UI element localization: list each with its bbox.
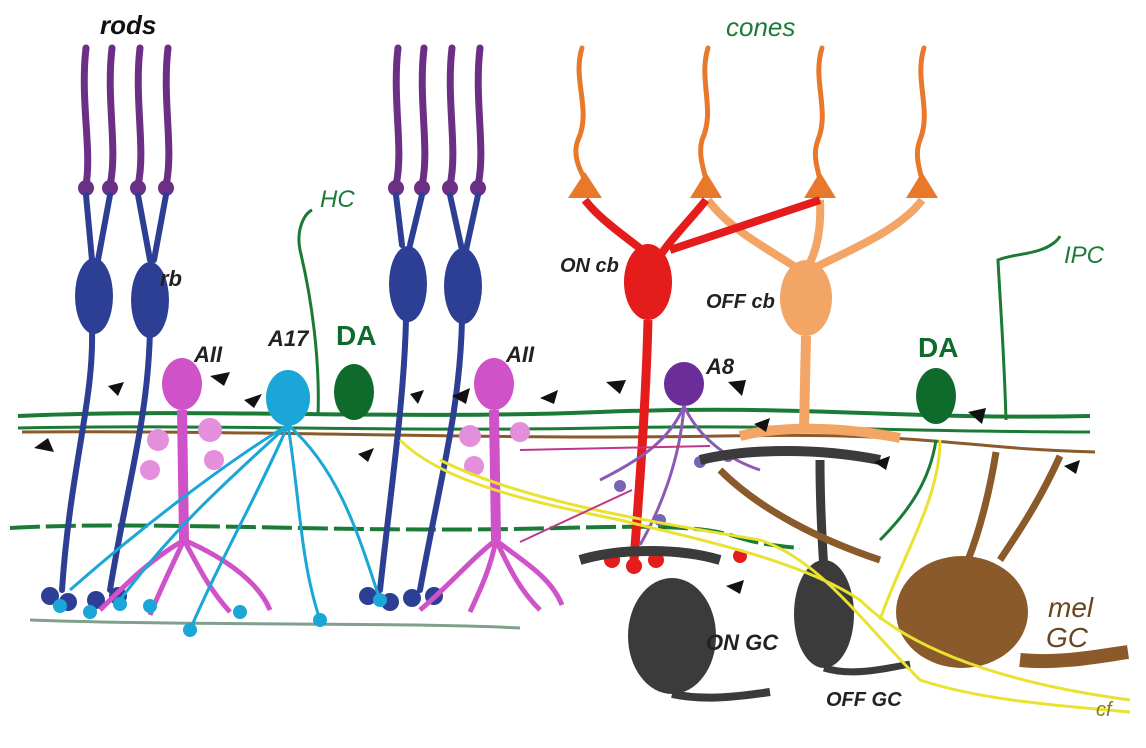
- synapse-markers: [34, 372, 1080, 594]
- label-horizontal-cell: HC: [320, 186, 355, 213]
- label-aii-left: AII: [194, 342, 223, 367]
- interplexiform-cell: [878, 235, 1062, 542]
- a8-amacrine: [599, 362, 761, 546]
- melanopsin-ganglion-cell: [717, 451, 1129, 669]
- off-cone-bipolar: [704, 197, 926, 443]
- label-dopaminergic-right: DA: [918, 332, 959, 363]
- label-on-ganglion: ON GC: [706, 630, 779, 655]
- label-a8: A8: [706, 354, 735, 379]
- label-centrifugal-fiber: cf: [1096, 699, 1112, 721]
- label-cones: cones: [726, 12, 796, 42]
- cone-pedicles: [568, 172, 938, 198]
- label-melanopsin-gc: GC: [1046, 622, 1088, 653]
- label-dopaminergic-left: DA: [336, 320, 377, 351]
- label-rod-bipolar: rb: [160, 266, 182, 291]
- cone-photoreceptors: [573, 45, 927, 183]
- signal-arrows: [519, 445, 711, 543]
- label-aii-right: AII: [506, 342, 535, 367]
- label-off-cone-bipolar: OFF cb: [706, 291, 775, 313]
- dopaminergic-amacrine-right: [916, 368, 956, 424]
- rod-photoreceptors: [80, 44, 485, 189]
- label-a17: A17: [268, 326, 309, 351]
- label-off-ganglion: OFF GC: [826, 689, 902, 711]
- aii-amacrine-right: [418, 358, 565, 614]
- a17-amacrine: [53, 370, 387, 637]
- aii-amacrine-left: [98, 358, 273, 616]
- dopaminergic-amacrine-left: [334, 364, 374, 420]
- rod-bipolar-somata: [75, 246, 482, 338]
- rod-spherules: [78, 180, 486, 196]
- label-rods: rods: [100, 10, 157, 40]
- label-on-cone-bipolar: ON cb: [560, 255, 619, 277]
- on-ganglion-cell: [578, 546, 771, 702]
- horizontal-cell: [297, 208, 320, 417]
- label-melanopsin: mel: [1048, 592, 1094, 623]
- centrifugal-fibers: [398, 438, 1131, 714]
- label-interplexiform-cell: IPC: [1064, 242, 1105, 269]
